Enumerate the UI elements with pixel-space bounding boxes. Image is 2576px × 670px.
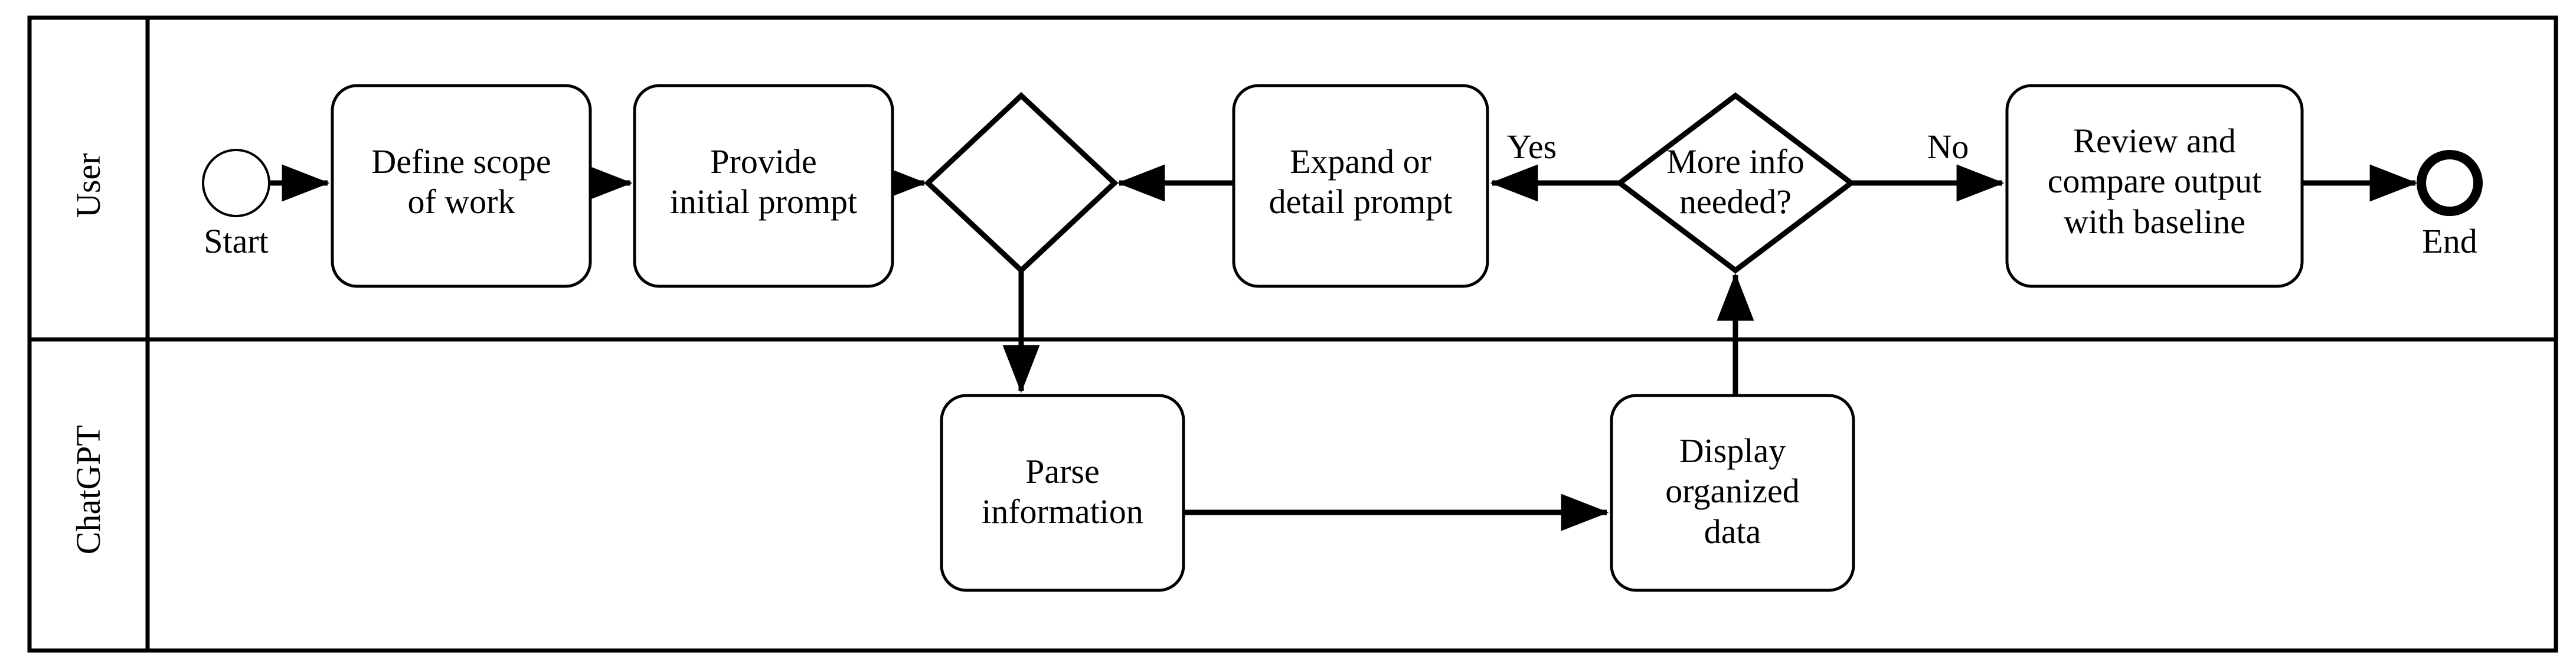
gateway-merge-diamond	[924, 91, 1119, 274]
task-define-scope-label: Define scope of work	[371, 142, 551, 221]
gateway-more-info-needed-label: More info needed?	[1666, 142, 1804, 221]
task-review-and-compare-output	[2005, 84, 2304, 288]
edge-label-no: No	[1927, 128, 1969, 166]
task-provide-initial-prompt	[633, 84, 894, 288]
start-event-circle	[202, 149, 270, 217]
task-display-organized-data-label: Display organized data	[1665, 432, 1800, 551]
task-parse-information-label: Parse information	[982, 452, 1143, 531]
edge-label-yes: Yes	[1506, 128, 1557, 166]
task-expand-or-detail-prompt-label: Expand or detail prompt	[1269, 142, 1453, 221]
connectors	[270, 164, 2418, 531]
lane-label-chatgpt: ChatGPT	[68, 425, 107, 555]
task-display-organized-data	[1610, 394, 1855, 592]
end-event-circle	[2417, 150, 2483, 216]
start-event-label: Start	[204, 222, 269, 260]
task-review-and-compare-output-label: Review and compare output with baseline	[2047, 122, 2262, 241]
end-event-label: End	[2422, 222, 2477, 260]
task-expand-or-detail-prompt	[1232, 84, 1489, 288]
task-define-scope	[331, 84, 592, 288]
task-parse-information	[940, 394, 1185, 592]
lane-label-user: User	[68, 153, 107, 218]
gateway-more-info-needed-diamond	[1615, 92, 1856, 274]
task-provide-initial-prompt-label: Provide initial prompt	[669, 142, 858, 221]
